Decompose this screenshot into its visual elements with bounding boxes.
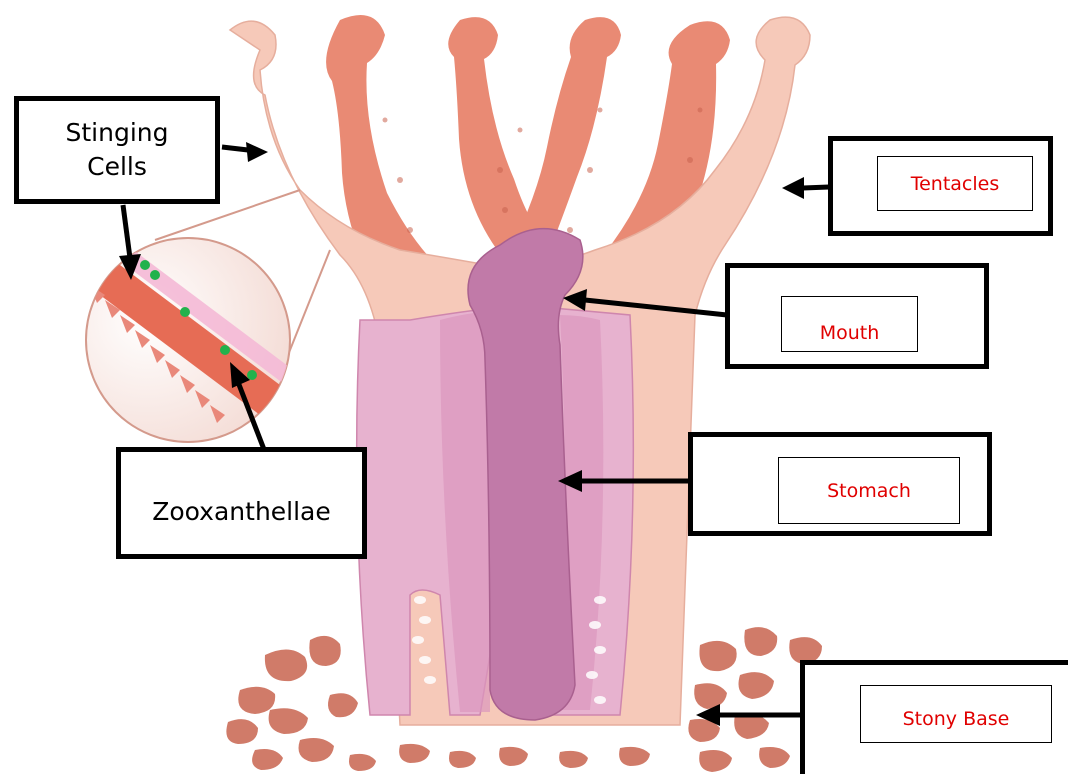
arrow-tentacles	[782, 177, 804, 199]
stinging-cells-label-line2: Cells	[87, 150, 147, 184]
zooxanthellae-label-box: Zooxanthellae	[116, 447, 367, 559]
stomach-label-box: Stomach	[688, 432, 992, 536]
stomach-label: Stomach	[827, 480, 911, 502]
zooxanthellae-label: Zooxanthellae	[152, 477, 331, 529]
stinging-cells-label-line1: Stinging	[66, 116, 169, 150]
stony-base-label-box: Stony Base	[800, 660, 1068, 774]
tentacles-inner-box: Tentacles	[877, 156, 1033, 211]
arrow-stinging-cells	[246, 142, 268, 162]
tentacles-label: Tentacles	[911, 173, 1000, 195]
stinging-cells-label-box: Stinging Cells	[14, 96, 220, 204]
mouth-inner-box: Mouth	[781, 296, 918, 352]
mouth-label-box: Mouth	[725, 263, 989, 369]
mouth-label: Mouth	[820, 304, 880, 344]
tentacles-label-box: Tentacles	[828, 136, 1053, 236]
stony-base-inner-box: Stony Base	[860, 685, 1052, 743]
stomach-inner-box: Stomach	[778, 457, 960, 524]
magnified-lens	[80, 190, 330, 442]
stony-base-label: Stony Base	[903, 698, 1010, 730]
